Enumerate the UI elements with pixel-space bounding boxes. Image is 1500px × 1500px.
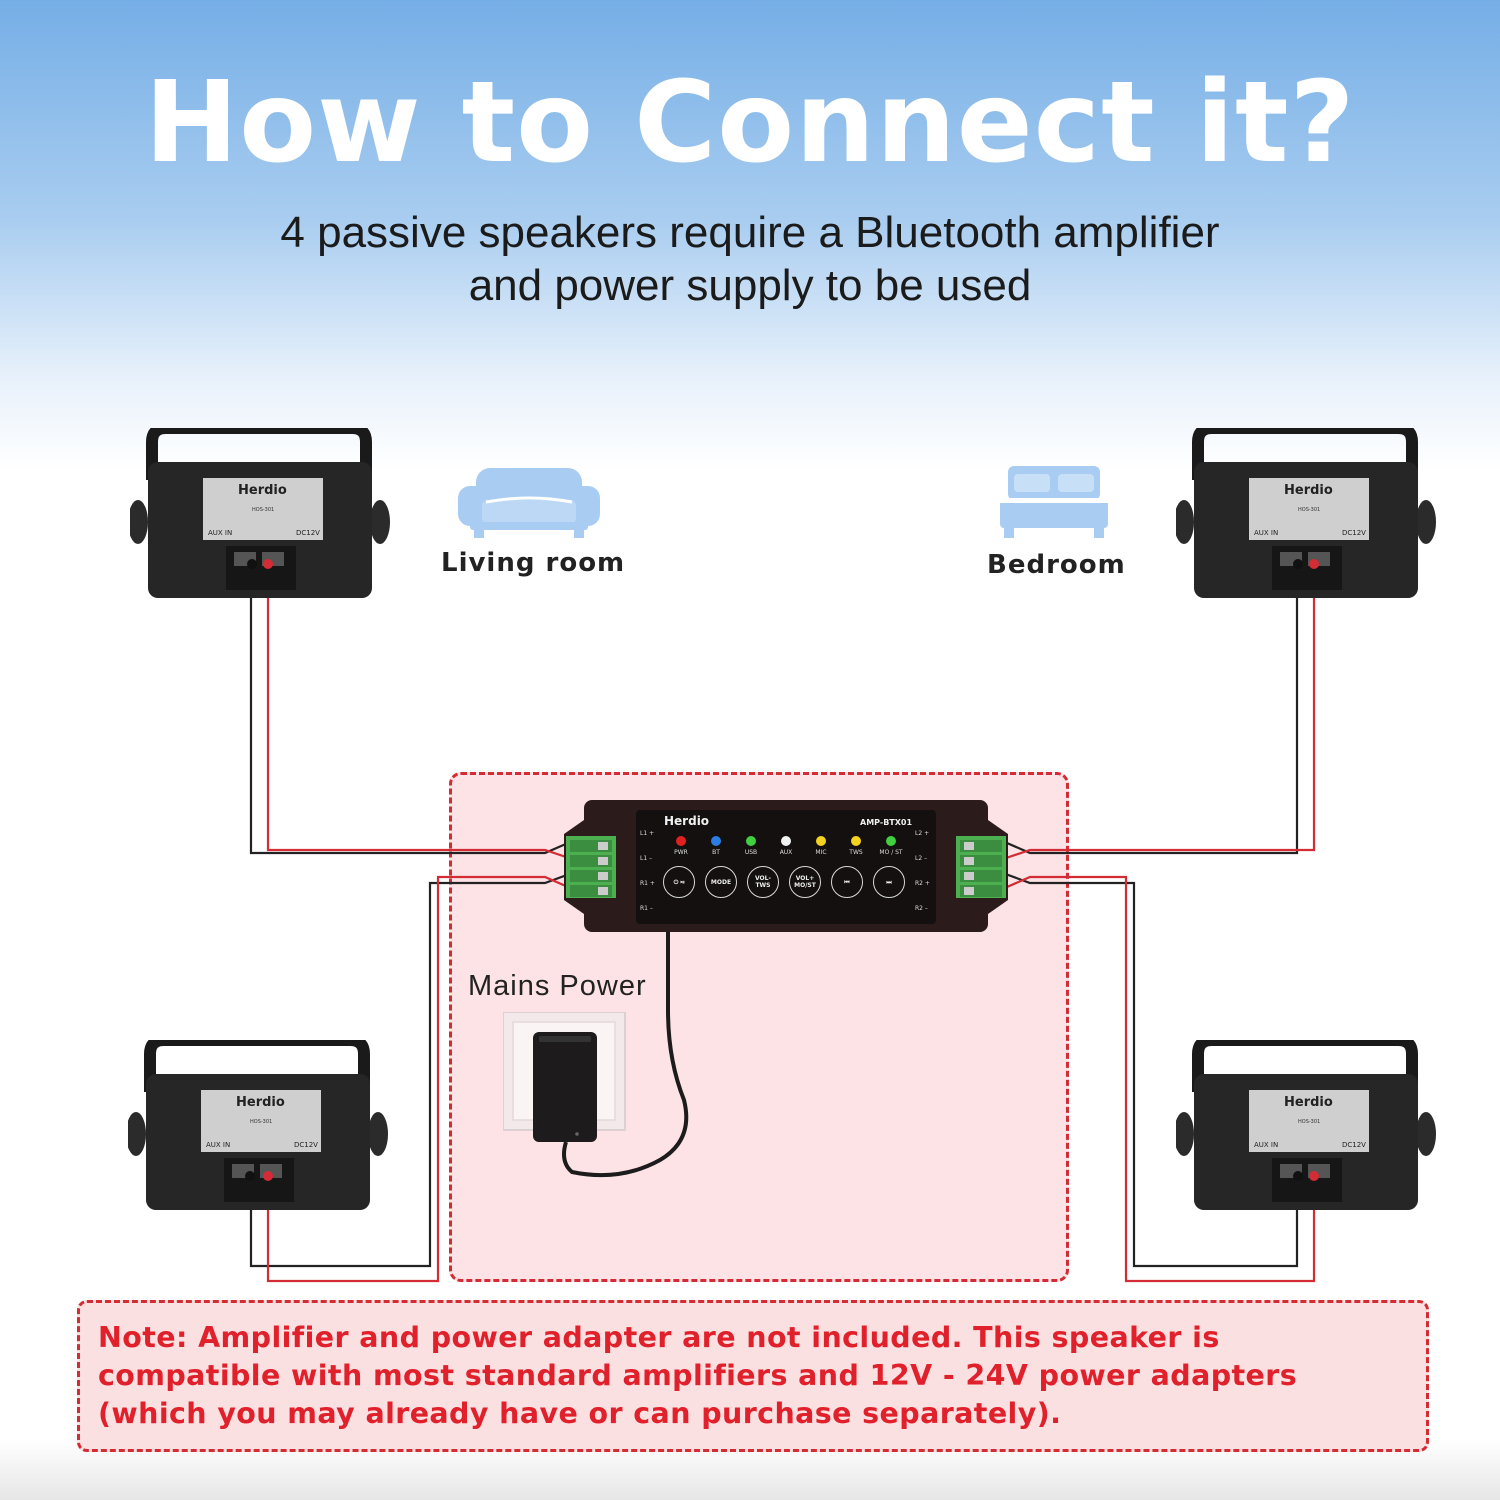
bed-icon — [1000, 466, 1108, 538]
wire-bl-red — [266, 875, 576, 1283]
amp-button-1[interactable]: ⏻ ⏯ — [663, 866, 695, 898]
speaker-top-right: Herdio HOS-301 AUX IN DC12V — [1174, 422, 1436, 604]
terminal-label-l2-plus: L2 + — [915, 830, 930, 837]
led-pwr: PWR — [664, 836, 698, 856]
living-room-label: Living room — [441, 548, 626, 578]
amp-button-6[interactable]: ⏭ — [873, 866, 905, 898]
terminal-label-l2-minus: L2 – — [915, 855, 928, 862]
bedroom-label: Bedroom — [987, 550, 1126, 580]
speaker-model: HOS-301 — [1298, 1119, 1321, 1125]
terminal-label-r1-plus: R1 + — [640, 880, 655, 887]
speaker-model: HOS-301 — [252, 507, 275, 513]
terminal-label-l1-plus: L1 + — [640, 830, 655, 837]
amp-button-4[interactable]: VOL+ MO/ST — [789, 866, 821, 898]
wire-br-black — [999, 870, 1299, 1268]
terminal-label-r2-minus: R2 – — [915, 905, 928, 912]
speaker-dc-label: DC12V — [1342, 529, 1366, 537]
wire-tr-red — [999, 588, 1316, 862]
terminal-label-r2-plus: R2 + — [915, 880, 930, 887]
amp-button-2[interactable]: MODE — [705, 866, 737, 898]
speaker-brand: Herdio — [236, 1095, 285, 1110]
speaker-aux-label: AUX IN — [1254, 1141, 1279, 1149]
led-dot — [886, 836, 896, 846]
page-title: How to Connect it? — [144, 58, 1356, 188]
led-dot — [816, 836, 826, 846]
mains-power-label: Mains Power — [468, 970, 647, 1002]
note-text: Note: Amplifier and power adapter are no… — [98, 1321, 1298, 1430]
subtitle-line-2: and power supply to be used — [468, 261, 1032, 310]
speaker-aux-label: AUX IN — [1254, 529, 1279, 537]
speaker-dc-label: DC12V — [294, 1141, 318, 1149]
led-dot — [781, 836, 791, 846]
page-subtitle: 4 passive speakers require a Bluetooth a… — [0, 206, 1500, 312]
speaker-bottom-left: Herdio HOS-301 AUX IN DC12V — [126, 1034, 388, 1216]
led-label: BT — [712, 849, 720, 856]
terminal-label-r1-minus: R1 – — [640, 905, 653, 912]
led-label: AUX — [779, 849, 793, 856]
amp-button-5[interactable]: ⏮ — [831, 866, 863, 898]
speaker-body — [1174, 1034, 1436, 1210]
led-dot — [746, 836, 756, 846]
note-box: Note: Amplifier and power adapter are no… — [77, 1300, 1429, 1452]
led-label: MO / ST — [879, 849, 903, 856]
speaker-body — [1174, 422, 1436, 598]
speaker-model: HOS-301 — [250, 1119, 273, 1125]
speaker-top-left: Herdio HOS-301 AUX IN DC12V — [128, 422, 390, 604]
speaker-aux-label: AUX IN — [206, 1141, 231, 1149]
amplifier-buttons: ⏻ ⏯ MODE VOL- TWS VOL+ MO/ST ⏮ ⏭ — [663, 866, 913, 902]
wire-br-red — [999, 875, 1316, 1283]
speaker-bottom-right: Herdio HOS-301 AUX IN DC12V — [1174, 1034, 1436, 1216]
speaker-dc-label: DC12V — [1342, 1141, 1366, 1149]
led-dot — [851, 836, 861, 846]
amplifier-model: AMP-BTX01 — [860, 818, 913, 827]
led-mic: MIC — [804, 836, 838, 856]
speaker-brand: Herdio — [1284, 1095, 1333, 1110]
wire-bl-black — [249, 870, 576, 1268]
sofa-icon — [458, 468, 600, 538]
led-label: TWS — [849, 849, 863, 856]
wire-tl-red — [266, 588, 576, 862]
led-label: USB — [744, 849, 758, 856]
led-dot — [676, 836, 686, 846]
speaker-dc-label: DC12V — [296, 529, 320, 537]
speaker-body — [128, 422, 390, 598]
led-tws: TWS — [839, 836, 873, 856]
led-usb: USB — [734, 836, 768, 856]
led-label: PWR — [674, 849, 688, 856]
speaker-aux-label: AUX IN — [208, 529, 233, 537]
led-indicators: PWR BT USB AUX MIC TWS MO / ST — [664, 836, 914, 862]
terminal-label-l1-minus: L1 – — [640, 855, 653, 862]
speaker-model: HOS-301 — [1298, 507, 1321, 513]
amplifier-brand: Herdio — [664, 814, 710, 828]
amplifier-body — [564, 800, 1008, 932]
speaker-brand: Herdio — [1284, 483, 1333, 498]
power-adapter — [503, 1012, 626, 1142]
led-label: MIC — [815, 849, 827, 856]
led-aux: AUX — [769, 836, 803, 856]
led-mo-st: MO / ST — [874, 836, 908, 856]
led-bt: BT — [699, 836, 733, 856]
power-cable — [562, 932, 689, 1178]
amp-button-3[interactable]: VOL- TWS — [747, 866, 779, 898]
subtitle-line-1: 4 passive speakers require a Bluetooth a… — [280, 208, 1220, 257]
amplifier: Herdio AMP-BTX01 L1 + L1 – R1 + R1 – L2 … — [560, 800, 1012, 934]
wire-tl-black — [249, 588, 576, 855]
speaker-brand: Herdio — [238, 483, 287, 498]
speaker-body — [126, 1034, 388, 1210]
led-dot — [711, 836, 721, 846]
wire-tr-black — [999, 588, 1299, 855]
